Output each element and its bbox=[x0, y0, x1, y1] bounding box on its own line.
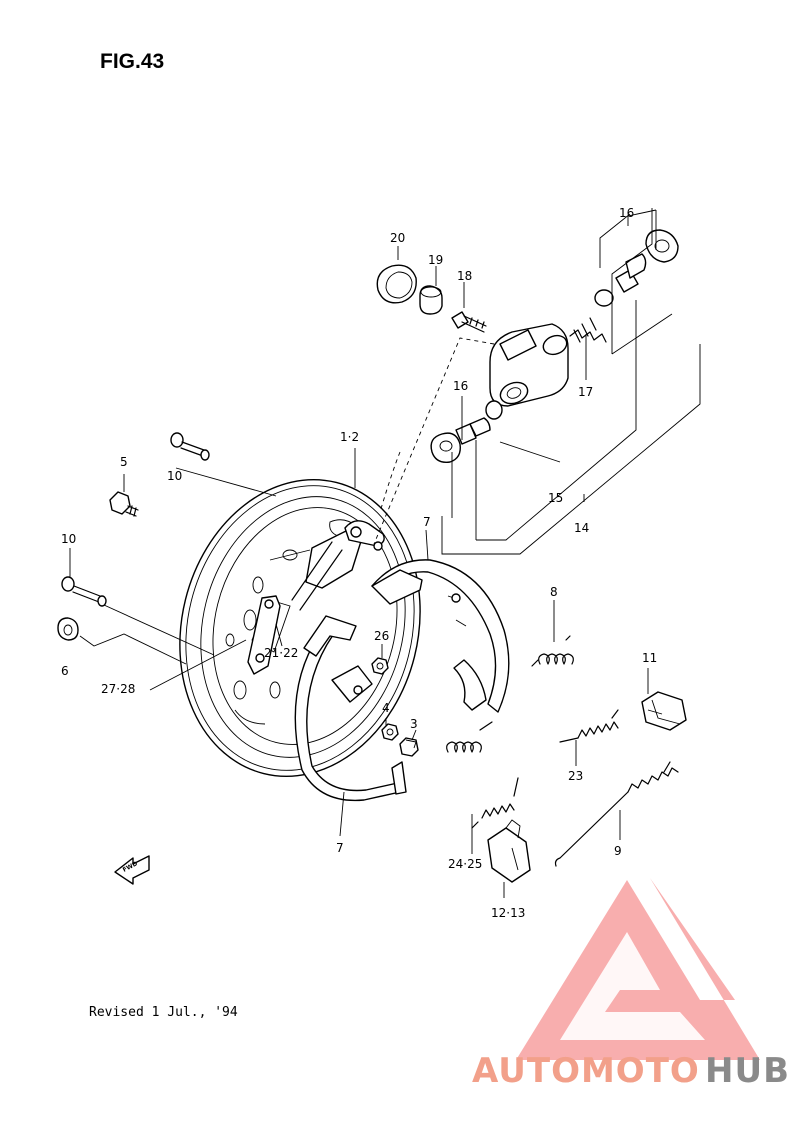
watermark-text-automoto: AUTOMOTO bbox=[472, 1051, 700, 1091]
watermark-text-hub: HUB bbox=[705, 1051, 790, 1091]
label-11: 11 bbox=[642, 651, 657, 665]
nut-26 bbox=[371, 657, 389, 675]
bleeder-cap bbox=[419, 285, 443, 315]
label-1-2: 1·2 bbox=[340, 430, 359, 444]
washer-6 bbox=[57, 617, 79, 641]
label-15: 15 bbox=[548, 491, 563, 505]
label-16-top: 16 bbox=[619, 206, 634, 220]
label-14: 14 bbox=[574, 521, 589, 535]
nut-4 bbox=[381, 723, 399, 741]
label-6: 6 bbox=[61, 664, 69, 678]
label-20: 20 bbox=[390, 231, 405, 245]
label-12-13: 12·13 bbox=[491, 906, 525, 920]
label-10-top: 10 bbox=[167, 469, 182, 483]
spring-24-25 bbox=[471, 777, 519, 829]
revision-note: Revised 1 Jul., '94 bbox=[89, 1005, 238, 1020]
label-21-22: 21·22 bbox=[264, 646, 298, 660]
spring-8 bbox=[531, 635, 574, 667]
watermark-triangle-inner bbox=[560, 932, 705, 1040]
fwd-arrow: FWD bbox=[114, 855, 150, 885]
label-17: 17 bbox=[578, 385, 593, 399]
label-16-left: 16 bbox=[453, 379, 468, 393]
label-26: 26 bbox=[374, 629, 389, 643]
label-9: 9 bbox=[614, 844, 622, 858]
label-18: 18 bbox=[457, 269, 472, 283]
spring-9 bbox=[554, 761, 679, 867]
bolt-5 bbox=[109, 491, 139, 517]
label-5: 5 bbox=[120, 455, 128, 469]
bleeder-screw bbox=[451, 311, 487, 333]
label-23: 23 bbox=[568, 769, 583, 783]
label-7-bottom: 7 bbox=[336, 841, 344, 855]
brake-shoe-right bbox=[371, 559, 510, 713]
label-19: 19 bbox=[428, 253, 443, 267]
label-8: 8 bbox=[550, 585, 558, 599]
return-spring bbox=[446, 721, 493, 753]
leader-lines bbox=[69, 208, 701, 898]
backing-plate bbox=[179, 478, 421, 778]
cylinder-kit-left bbox=[430, 400, 503, 463]
dust-boot bbox=[376, 264, 417, 304]
label-7-top: 7 bbox=[423, 515, 431, 529]
label-27-28: 27·28 bbox=[101, 682, 135, 696]
label-3: 3 bbox=[410, 717, 418, 731]
bolt-10-top bbox=[170, 432, 210, 461]
wheel-cylinder bbox=[489, 323, 569, 407]
parking-brake-lever bbox=[247, 520, 385, 675]
clip-11 bbox=[641, 691, 687, 731]
part-labels: 1·2 3 4 5 6 7 7 8 9 10 10 11 12·13 14 15… bbox=[61, 206, 657, 920]
label-24-25: 24·25 bbox=[448, 857, 482, 871]
label-4: 4 bbox=[382, 701, 390, 715]
bolt-10-bottom bbox=[61, 576, 107, 607]
retainer-12-13 bbox=[487, 819, 531, 883]
brake-shoe-left bbox=[294, 615, 407, 802]
spring-23 bbox=[559, 709, 619, 743]
figure-title: FIG.43 bbox=[100, 50, 164, 73]
label-10-bottom: 10 bbox=[61, 532, 76, 546]
bolt-3 bbox=[399, 737, 419, 757]
cylinder-kit-right bbox=[569, 229, 679, 343]
watermark-logo: AUTOMOTO HUB bbox=[472, 878, 790, 1091]
